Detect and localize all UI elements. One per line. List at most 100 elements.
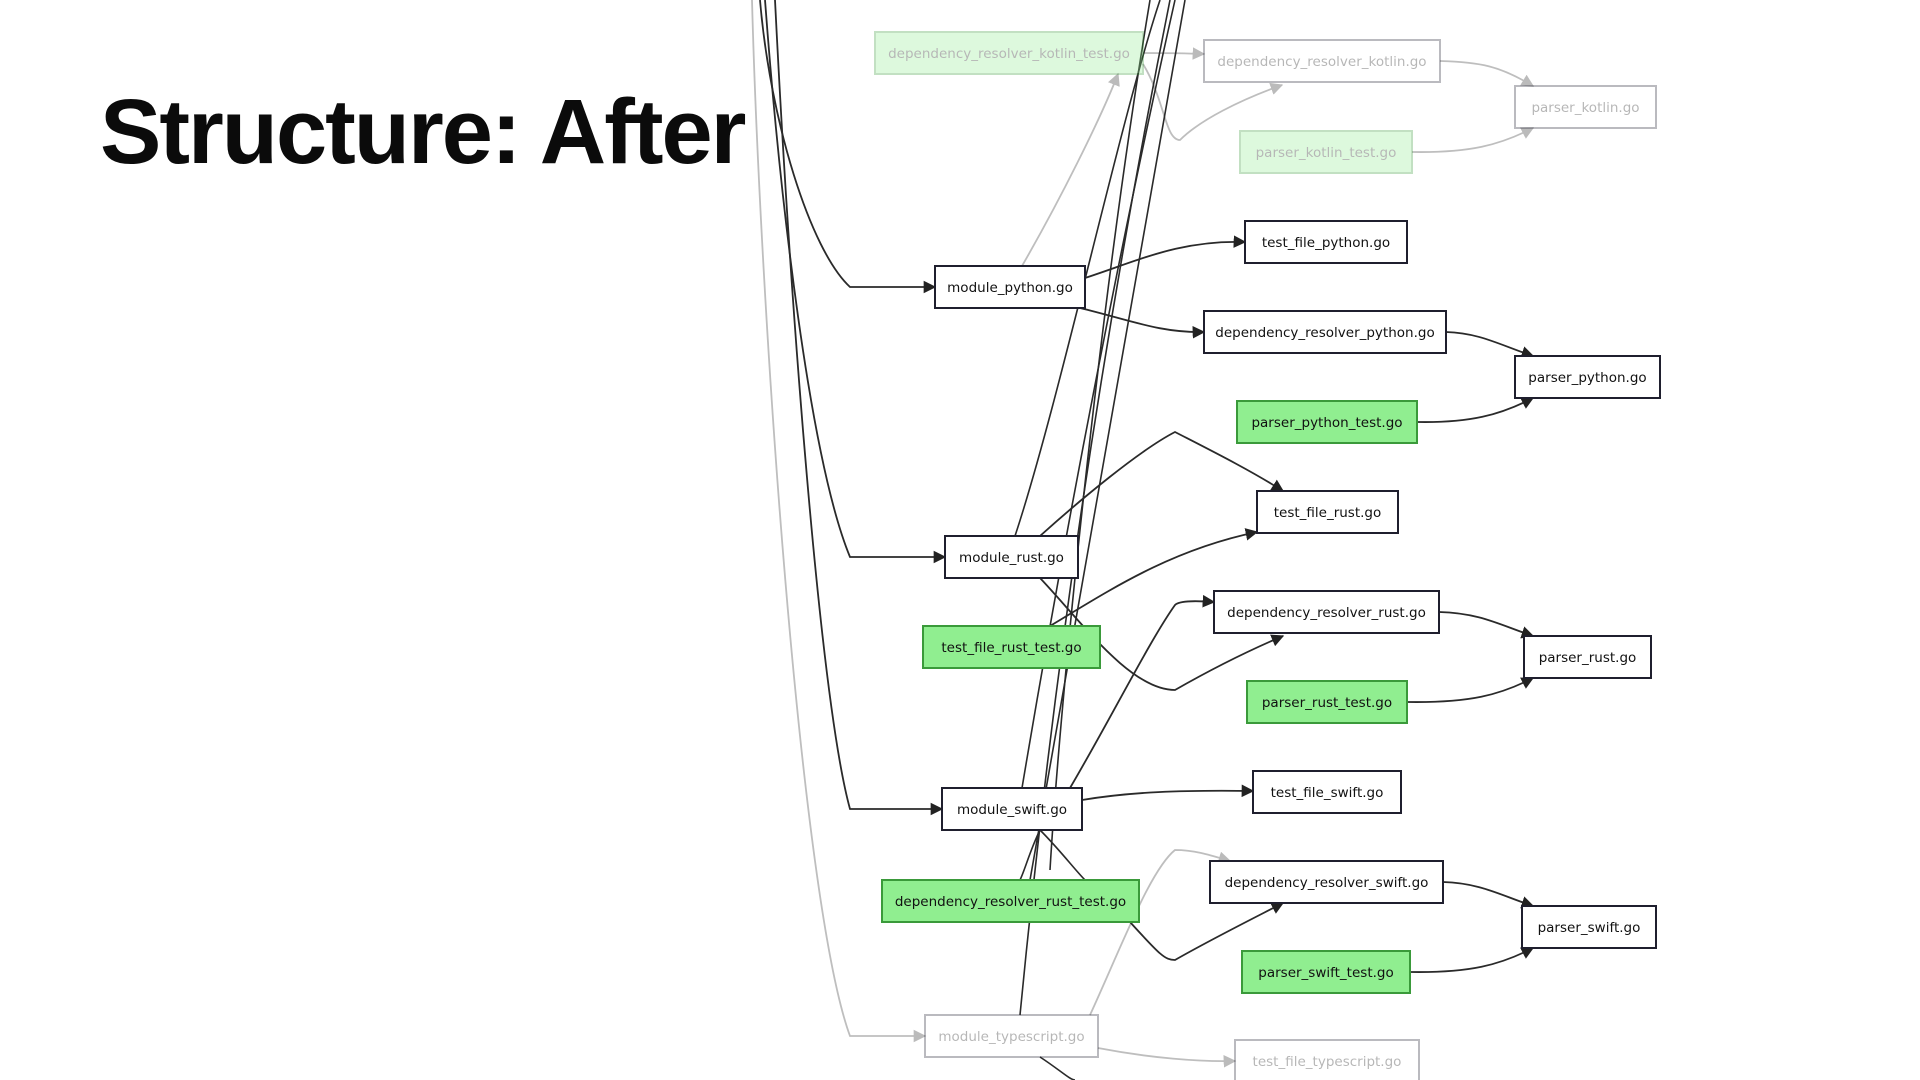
node-box	[1523, 635, 1652, 679]
graph-node-dependency-resolver-rust-test[interactable]: dependency_resolver_rust_test.go	[881, 879, 1140, 923]
graph-node-dependency-resolver-python[interactable]: dependency_resolver_python.go	[1203, 310, 1447, 354]
node-box	[944, 535, 1079, 579]
node-label: parser_rust_test.go	[1262, 695, 1392, 711]
graph-node-dependency-resolver-swift[interactable]: dependency_resolver_swift.go	[1209, 860, 1444, 904]
node-box	[1234, 1039, 1420, 1080]
graph-node-parser-swift[interactable]: parser_swift.go	[1521, 905, 1657, 949]
graph-edge-line	[1014, 0, 1161, 537]
node-box	[1514, 355, 1661, 399]
graph-node-test-file-swift[interactable]: test_file_swift.go	[1252, 770, 1402, 814]
graph-node-test-file-rust-test[interactable]: test_file_rust_test.go	[922, 625, 1101, 669]
graph-node-module-rust[interactable]: module_rust.go	[944, 535, 1079, 579]
graph-node-parser-python-test[interactable]: parser_python_test.go	[1236, 400, 1418, 444]
node-label: test_file_rust_test.go	[941, 640, 1081, 656]
graph-node-parser-kotlin-test[interactable]: parser_kotlin_test.go	[1239, 130, 1413, 174]
node-label: parser_kotlin_test.go	[1256, 145, 1397, 161]
graph-node-dependency-resolver-kotlin[interactable]: dependency_resolver_kotlin.go	[1203, 39, 1441, 83]
node-label: parser_swift.go	[1538, 920, 1641, 936]
node-label: dependency_resolver_kotlin.go	[1217, 54, 1426, 70]
node-box	[1514, 85, 1657, 129]
graph-edge-line	[1039, 1056, 1076, 1080]
node-box	[1256, 490, 1399, 534]
node-box	[881, 879, 1140, 923]
node-label: module_rust.go	[959, 550, 1064, 566]
graph-edge-line	[1049, 0, 1151, 871]
node-label: dependency_resolver_kotlin_test.go	[888, 46, 1130, 62]
graph-node-module-swift[interactable]: module_swift.go	[941, 787, 1083, 831]
node-label: test_file_rust.go	[1274, 505, 1382, 521]
graph-node-parser-kotlin[interactable]: parser_kotlin.go	[1514, 85, 1657, 129]
node-label: test_file_typescript.go	[1253, 1054, 1402, 1070]
node-label: parser_python_test.go	[1251, 415, 1402, 431]
node-box	[924, 1014, 1099, 1058]
graph-edge-test_file_rust_test-to-test_file_rust	[1049, 528, 1259, 627]
graph-edge-parser_swift_test-to-parser_swift	[1409, 947, 1535, 973]
graph-edge-module_rust-to-dependency_resolver_rust	[1039, 577, 1285, 691]
node-box	[1203, 310, 1447, 354]
graph-node-module-typescript[interactable]: module_typescript.go	[924, 1014, 1099, 1058]
graph-edge-module_rust-to-test_file_rust	[1039, 430, 1285, 537]
graph-edge-module_swift-to-test_file_swift	[1081, 784, 1255, 801]
node-label: parser_python.go	[1528, 370, 1646, 386]
graph-edge-line	[1039, 829, 1086, 881]
graph-node-test-file-python[interactable]: test_file_python.go	[1244, 220, 1408, 264]
node-label: dependency_resolver_rust_test.go	[895, 894, 1126, 910]
node-box	[874, 31, 1144, 75]
graph-node-parser-python[interactable]: parser_python.go	[1514, 355, 1661, 399]
graph-node-test-file-rust[interactable]: test_file_rust.go	[1256, 490, 1399, 534]
graph-node-module-python[interactable]: module_python.go	[934, 265, 1086, 309]
graph-edge-module_python-to-dependency_resolver_kotlin_test	[1021, 72, 1120, 267]
graph-edge-parser_python_test-to-parser_python	[1416, 397, 1535, 423]
graph-node-parser-swift-test[interactable]: parser_swift_test.go	[1241, 950, 1411, 994]
node-label: test_file_python.go	[1262, 235, 1390, 251]
graph-edge-dependency_resolver_python-to-parser_python	[1445, 331, 1535, 359]
graph-edge-module_swift-to-dependency_resolver_rust	[1069, 594, 1216, 789]
graph-edge-external_1-to-module_python	[759, 0, 937, 294]
node-label: parser_rust.go	[1539, 650, 1637, 666]
node-label: module_typescript.go	[938, 1029, 1084, 1045]
graph-edge-line	[1029, 0, 1186, 881]
graph-edge-dependency_resolver_kotlin-to-parser_kotlin	[1439, 60, 1535, 87]
graph-node-dependency-resolver-kotlin-test[interactable]: dependency_resolver_kotlin_test.go	[874, 31, 1144, 75]
node-box	[1236, 400, 1418, 444]
graph-edge-module_typescript-to-test_file_typescript	[1097, 1047, 1237, 1068]
node-box	[1244, 220, 1408, 264]
node-label: dependency_resolver_swift.go	[1225, 875, 1429, 891]
node-label: module_swift.go	[957, 802, 1067, 818]
node-box	[941, 787, 1083, 831]
node-label: parser_kotlin.go	[1531, 100, 1639, 116]
node-box	[1209, 860, 1444, 904]
node-box	[934, 265, 1086, 309]
graph-node-dependency-resolver-rust[interactable]: dependency_resolver_rust.go	[1213, 590, 1440, 634]
node-box	[1521, 905, 1657, 949]
node-label: module_python.go	[947, 280, 1073, 296]
graph-edge-dependency_resolver_kotlin_test-to-dependency_resolver_kotlin	[1142, 63, 1284, 141]
node-box	[1239, 130, 1413, 174]
node-box	[922, 625, 1101, 669]
node-label: test_file_swift.go	[1271, 785, 1384, 801]
node-box	[1241, 950, 1411, 994]
graph-edge-module_python-to-dependency_resolver_python	[1079, 307, 1206, 339]
node-box	[1246, 680, 1408, 724]
node-label: dependency_resolver_python.go	[1215, 325, 1434, 341]
graph-edge-external_4-to-module_typescript	[751, 0, 927, 1043]
node-box	[1203, 39, 1441, 83]
node-label: parser_swift_test.go	[1258, 965, 1393, 981]
graph-edge-external_3-to-module_swift	[774, 0, 944, 816]
slide-title: Structure: After	[100, 81, 746, 183]
graph-edge-line	[1019, 0, 1171, 1016]
graph-node-parser-rust[interactable]: parser_rust.go	[1523, 635, 1652, 679]
graph-edge-module_typescript-to-dependency_resolver_swift	[1089, 849, 1232, 1016]
graph-edge-dependency_resolver_swift-to-parser_swift	[1442, 881, 1535, 909]
node-box	[1252, 770, 1402, 814]
node-box	[1213, 590, 1440, 634]
graph-node-test-file-typescript[interactable]: test_file_typescript.go	[1234, 1039, 1420, 1080]
graph-edge-module_python-to-test_file_python	[1084, 235, 1247, 279]
graph-edge-external_2-to-module_rust	[764, 0, 947, 564]
node-label: dependency_resolver_rust.go	[1227, 605, 1426, 621]
graph-node-parser-rust-test[interactable]: parser_rust_test.go	[1246, 680, 1408, 724]
graph-edge-parser_kotlin_test-to-parser_kotlin	[1411, 127, 1535, 153]
graph-edge-dependency_resolver_rust_test-to-dependency_resolver_swift	[1129, 902, 1285, 961]
graph-edge-parser_rust_test-to-parser_rust	[1406, 677, 1535, 703]
